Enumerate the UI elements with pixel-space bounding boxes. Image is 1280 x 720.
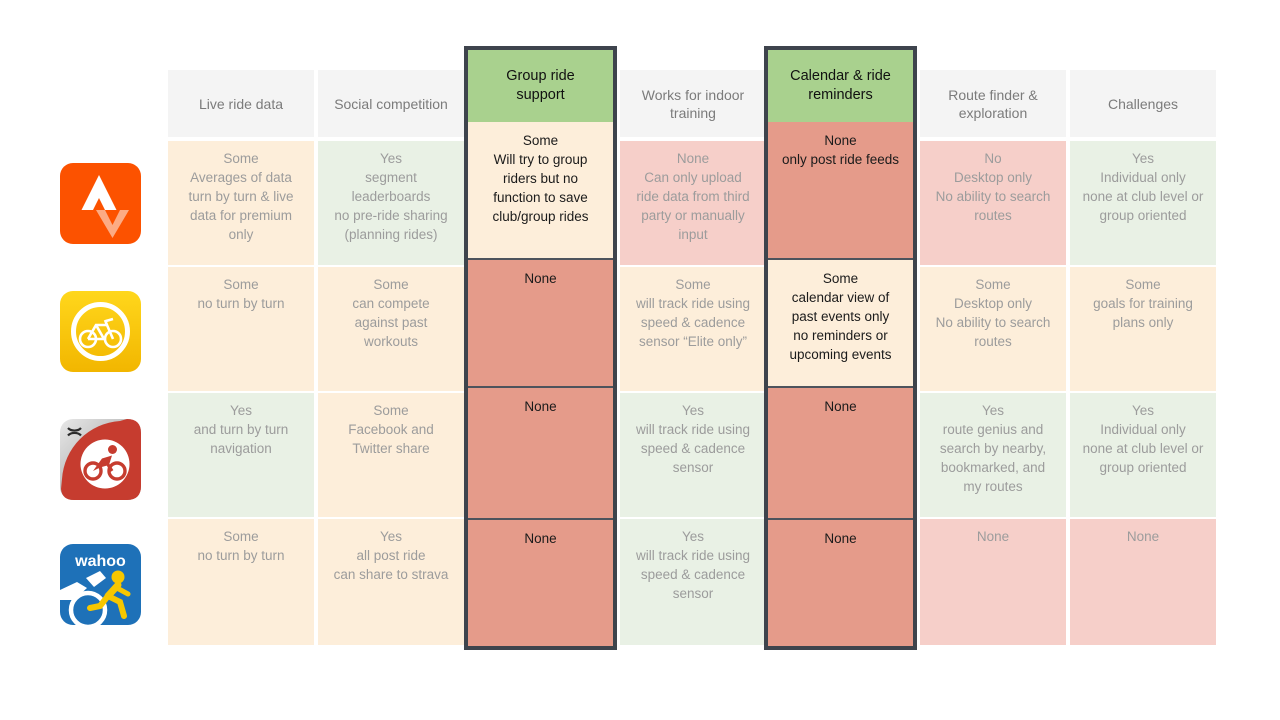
column-header-group-ride-support: Group ride support <box>468 50 613 122</box>
cell-mapmyride-indoor-training: Yes will track ride using speed & cadenc… <box>620 393 766 517</box>
cell-strava-live-ride-data: Some Averages of data turn by turn & liv… <box>168 141 314 265</box>
cell-strava-indoor-training: None Can only upload ride data from thir… <box>620 141 766 265</box>
mapmyride-app-icon <box>60 419 141 500</box>
cyclemeter-app-icon <box>60 291 141 372</box>
cell-cyclemeter-group-ride-support: None <box>468 258 613 386</box>
cell-mapmyride-social-competition: Some Facebook and Twitter share <box>318 393 464 517</box>
cell-mapmyride-challenges: Yes Individual only none at club level o… <box>1070 393 1216 517</box>
cell-wahoo-social-competition: Yes all post ride can share to strava <box>318 519 464 645</box>
cell-strava-social-competition: Yes segment leaderboards no pre-ride sha… <box>318 141 464 265</box>
column-live-ride-data: Live ride data Some Averages of data tur… <box>168 70 314 645</box>
cell-cyclemeter-route-finder: Some Desktop only No ability to search r… <box>920 267 1066 391</box>
column-calendar-reminders-highlighted: Calendar & ride reminders None only post… <box>764 46 917 650</box>
cell-wahoo-group-ride-support: None <box>468 518 613 646</box>
cell-wahoo-indoor-training: Yes will track ride using speed & cadenc… <box>620 519 766 645</box>
column-header-live-ride-data: Live ride data <box>168 70 314 137</box>
column-indoor-training: Works for indoor training None Can only … <box>620 70 766 645</box>
cell-cyclemeter-live-ride-data: Some no turn by turn <box>168 267 314 391</box>
strava-app-icon <box>60 163 141 244</box>
cell-mapmyride-group-ride-support: None <box>468 386 613 518</box>
cell-cyclemeter-indoor-training: Some will track ride using speed & caden… <box>620 267 766 391</box>
column-social-competition: Social competition Yes segment leaderboa… <box>318 70 464 645</box>
cell-strava-group-ride-support: Some Will try to group riders but no fun… <box>468 122 613 258</box>
cell-mapmyride-live-ride-data: Yes and turn by turn navigation <box>168 393 314 517</box>
cell-wahoo-live-ride-data: Some no turn by turn <box>168 519 314 645</box>
column-header-challenges: Challenges <box>1070 70 1216 137</box>
wahoo-app-icon: wahoo <box>60 544 141 625</box>
cell-cyclemeter-social-competition: Some can compete against past workouts <box>318 267 464 391</box>
column-header-calendar-reminders: Calendar & ride reminders <box>768 50 913 122</box>
column-challenges: Challenges Yes Individual only none at c… <box>1070 70 1216 645</box>
cell-mapmyride-calendar-reminders: None <box>768 386 913 518</box>
cell-wahoo-calendar-reminders: None <box>768 518 913 646</box>
cell-cyclemeter-challenges: Some goals for training plans only <box>1070 267 1216 391</box>
column-header-social-competition: Social competition <box>318 70 464 137</box>
cell-strava-route-finder: No Desktop only No ability to search rou… <box>920 141 1066 265</box>
cell-wahoo-challenges: None <box>1070 519 1216 645</box>
column-route-finder: Route finder & exploration No Desktop on… <box>920 70 1066 645</box>
cell-wahoo-route-finder: None <box>920 519 1066 645</box>
cell-mapmyride-route-finder: Yes route genius and search by nearby, b… <box>920 393 1066 517</box>
cell-strava-calendar-reminders: None only post ride feeds <box>768 122 913 258</box>
wahoo-wordmark: wahoo <box>74 553 126 570</box>
column-group-ride-support-highlighted: Group ride support Some Will try to grou… <box>464 46 617 650</box>
column-header-indoor-training: Works for indoor training <box>620 70 766 137</box>
column-header-route-finder: Route finder & exploration <box>920 70 1066 137</box>
cell-strava-challenges: Yes Individual only none at club level o… <box>1070 141 1216 265</box>
cell-cyclemeter-calendar-reminders: Some calendar view of past events only n… <box>768 258 913 386</box>
